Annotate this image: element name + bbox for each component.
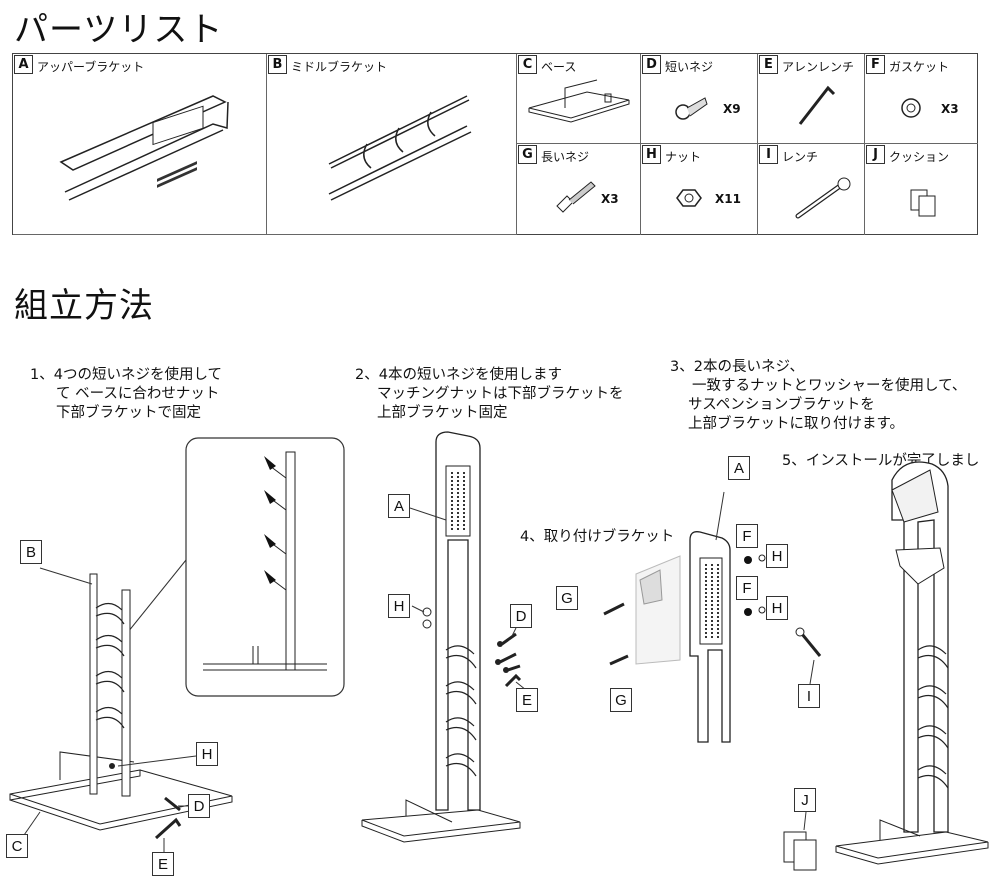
callout-f: F — [736, 524, 758, 548]
step-line: 1、4つの短いネジを使用して — [30, 367, 223, 383]
part-name: 短いネジ — [665, 60, 714, 74]
step-4-text: 4、取り付けブラケット — [520, 529, 675, 545]
part-code: D — [642, 55, 661, 74]
step-2-text: 2、4本の短いネジを使用します マッチングナットは下部ブラケットを 上部ブラケッ… — [355, 366, 624, 423]
callout-a: A — [388, 494, 410, 518]
parts-list-title: パーツリスト — [14, 10, 224, 50]
part-name: ナット — [665, 150, 702, 164]
part-cell-d: D 短いネジ X9 — [641, 54, 758, 144]
part-name: アレンレンチ — [782, 60, 855, 74]
allen-wrench-icon — [798, 85, 836, 125]
part-code: C — [518, 55, 537, 74]
part-name: ミドルブラケット — [291, 60, 388, 74]
part-cell-g: G 長いネジ X3 — [517, 144, 641, 235]
part-code: I — [759, 145, 778, 164]
part-name: ガスケット — [889, 60, 950, 74]
part-code: F — [866, 55, 885, 74]
callout-j: J — [794, 788, 816, 812]
callout-c: C — [6, 834, 28, 858]
callout-g: G — [556, 586, 578, 610]
part-cell-b: B ミドルブラケット — [267, 54, 517, 235]
part-name: アッパーブラケット — [37, 60, 145, 74]
base-illustration — [528, 79, 630, 123]
callout-d: D — [510, 604, 532, 628]
part-cell-j: J クッション — [865, 144, 978, 235]
part-name: 長いネジ — [541, 150, 590, 164]
step-line: 上部ブラケットに取り付けます。 — [688, 416, 905, 432]
part-name: ベース — [541, 60, 577, 74]
step-line: 2、4本の短いネジを使用します — [355, 367, 562, 383]
step-1-text: 1、4つの短いネジを使用して て ベースに合わせナット 下部ブラケットで固定 — [30, 366, 222, 423]
part-cell-i: I レンチ — [758, 144, 865, 235]
callout-h: H — [388, 594, 410, 618]
part-cell-a: A アッパーブラケット — [13, 54, 267, 235]
callout-a: A — [728, 456, 750, 480]
part-cell-e: E アレンレンチ — [758, 54, 865, 144]
part-code: E — [759, 55, 778, 74]
part-qty: X11 — [715, 192, 741, 206]
part-qty: X9 — [723, 102, 741, 116]
gasket-icon — [901, 98, 921, 118]
step-line: 一致するナットとワッシャーを使用して、 — [692, 378, 967, 394]
step-line: マッチングナットは下部ブラケットを — [377, 386, 624, 402]
callout-d: D — [188, 794, 210, 818]
part-name: クッション — [889, 150, 950, 164]
step-line: サスペンションブラケットを — [688, 397, 875, 413]
part-cell-c: C ベース — [517, 54, 641, 144]
part-code: H — [642, 145, 661, 164]
part-code: B — [268, 55, 287, 74]
part-code: J — [866, 145, 885, 164]
callout-h: H — [196, 742, 218, 766]
step-line: 下部ブラケットで固定 — [56, 405, 201, 421]
callout-f: F — [736, 576, 758, 600]
nut-icon — [676, 189, 702, 207]
part-qty: X3 — [941, 102, 959, 116]
cushion-icon — [910, 189, 936, 217]
callout-b: B — [20, 540, 42, 564]
part-cell-f: F ガスケット X3 — [865, 54, 978, 144]
long-screw-icon — [556, 181, 596, 213]
middle-bracket-illustration — [328, 95, 472, 201]
callout-e: E — [152, 852, 174, 876]
upper-bracket-illustration — [59, 95, 229, 201]
step-3-text: 3、2本の長いネジ、 一致するナットとワッシャーを使用して、 サスペンションブラ… — [670, 358, 966, 434]
part-name: レンチ — [782, 150, 819, 164]
part-cell-h: H ナット X11 — [641, 144, 758, 235]
callout-g: G — [610, 688, 632, 712]
step-line: 3、2本の長いネジ、 — [670, 359, 805, 375]
step-line: 上部ブラケット固定 — [377, 405, 508, 421]
spanner-icon — [795, 177, 851, 219]
callout-i: I — [798, 684, 820, 708]
callout-h: H — [766, 544, 788, 568]
short-screw-icon — [675, 97, 708, 120]
assembly-title: 組立方法 — [14, 286, 154, 326]
callout-h: H — [766, 596, 788, 620]
callout-e: E — [516, 688, 538, 712]
part-code: A — [14, 55, 33, 74]
part-qty: X3 — [601, 192, 619, 206]
part-code: G — [518, 145, 537, 164]
step-line: て ベースに合わせナット — [56, 386, 220, 402]
parts-table: A アッパーブラケット B ミドルブラケット C ベース D — [12, 53, 978, 235]
